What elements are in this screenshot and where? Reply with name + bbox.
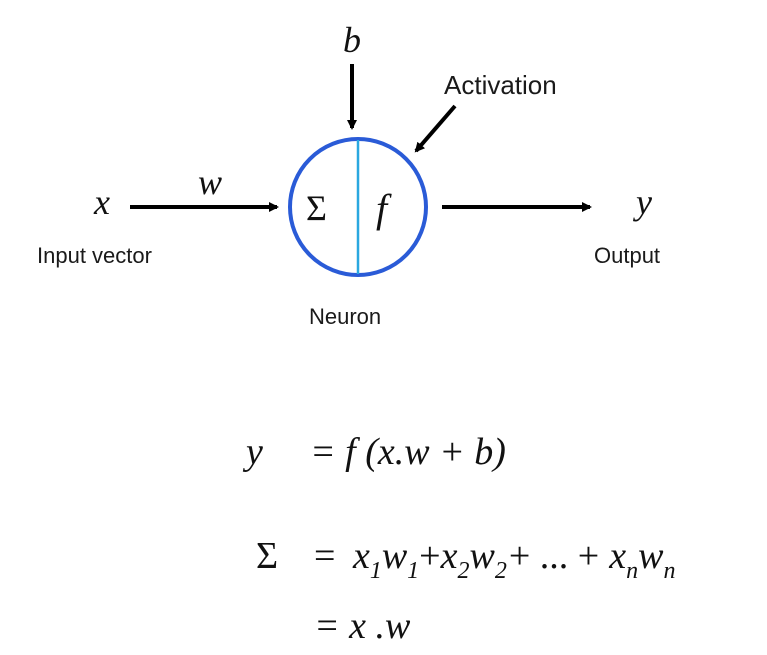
eq2-xn: x [608, 535, 626, 577]
eq2-equals: = [314, 535, 335, 577]
eq2-xn-sub: n [626, 558, 638, 584]
neuron-label: Neuron [309, 304, 381, 329]
activation-label: Activation [444, 70, 557, 100]
eq1-rhs: = f (x.w + b) [310, 431, 506, 473]
equation-1: y = f (x.w + b) [242, 431, 506, 473]
eq2-wn: w [638, 535, 664, 577]
eq2-plus2: + ... + [509, 535, 599, 577]
eq2-x2: x [440, 535, 458, 577]
eq2-wn-sub: n [663, 558, 675, 584]
input-vector-label: Input vector [37, 243, 152, 268]
sum-symbol: Σ [306, 188, 327, 228]
eq2-w2: w [469, 535, 495, 577]
output-symbol: y [633, 182, 652, 222]
eq2-w1-sub: 1 [407, 558, 419, 584]
equation-2: Σ = x1w1+x2w2+ ... +xnwn [256, 535, 675, 584]
output-label: Output [594, 243, 660, 268]
input-symbol: x [93, 182, 110, 222]
activation-arrow [414, 104, 457, 153]
eq2-w2-sub: 2 [495, 558, 507, 584]
eq2-x1: x [352, 535, 370, 577]
eq2-x2-sub: 2 [457, 558, 469, 584]
eq2-lhs: Σ [256, 535, 278, 577]
eq2-w1: w [382, 535, 408, 577]
weight-symbol: w [198, 162, 222, 202]
equation-3: = x .w [314, 605, 411, 647]
eq2-x1-sub: 1 [370, 558, 382, 584]
eq1-lhs: y [242, 431, 263, 473]
eq2-plus1: + [419, 535, 440, 577]
bias-symbol: b [343, 20, 361, 60]
